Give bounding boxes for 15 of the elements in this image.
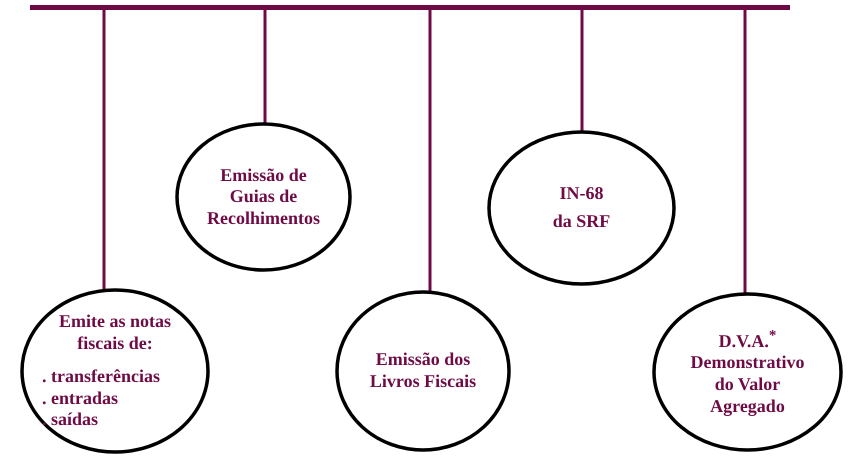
list-item: . saídas [42, 409, 100, 431]
node-title: Emite as notas fiscais de: [58, 311, 172, 354]
connector-line [264, 10, 266, 123]
node-text: Demonstrativo do Valor Agregado [690, 352, 806, 418]
connector-line [744, 10, 746, 293]
list-item: . transferências [42, 366, 160, 388]
connector-line [428, 10, 432, 291]
node-title: Emissão dos Livros Fiscais [368, 349, 478, 393]
node-title: IN-68 da SRF [552, 182, 612, 233]
node-title: Emissão de Guias de Recolhimentos [206, 164, 321, 230]
node-title: D.V.A.$^{*}$ [718, 326, 778, 352]
connector-line [580, 10, 584, 131]
horizontal-bar [30, 5, 790, 10]
list-item: . entradas [42, 388, 119, 410]
connector-line [102, 10, 106, 289]
